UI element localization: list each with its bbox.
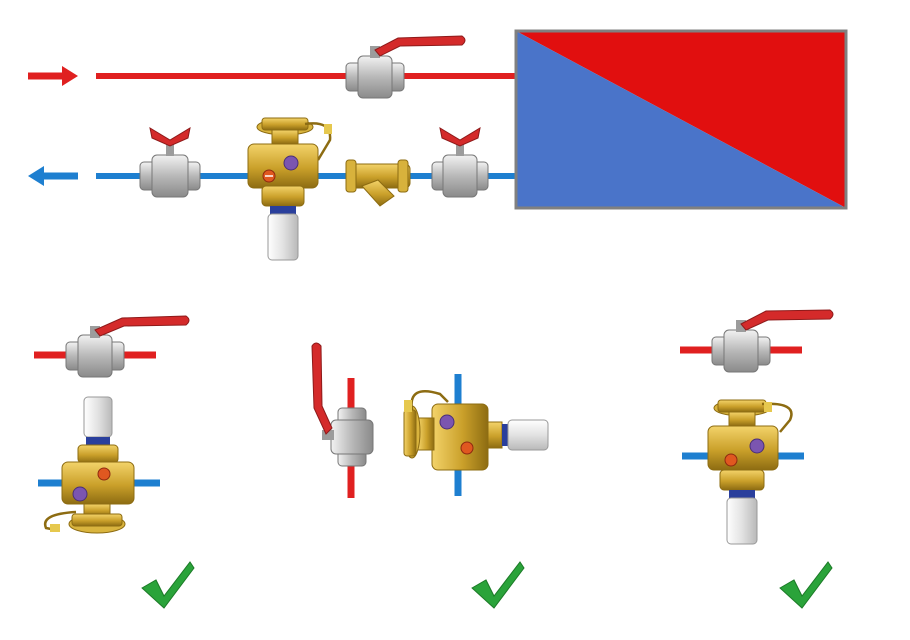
green-check-icon — [471, 561, 525, 609]
green-check-icon — [779, 561, 833, 609]
heat-exchanger-block — [514, 29, 848, 210]
return-ball-valve-right-icon — [431, 126, 489, 198]
variant-right — [680, 309, 834, 545]
supply-ball-valve-icon — [345, 35, 466, 99]
supply-flow-arrow-icon — [28, 66, 78, 86]
return-ball-valve-left-icon — [139, 126, 201, 198]
green-check-icon — [141, 561, 195, 609]
variant-middle — [311, 342, 549, 498]
variant-left — [34, 315, 190, 534]
y-strainer-icon — [345, 159, 411, 207]
return-flow-arrow-icon — [28, 166, 78, 186]
balancing-valve-top-icon — [247, 117, 332, 261]
